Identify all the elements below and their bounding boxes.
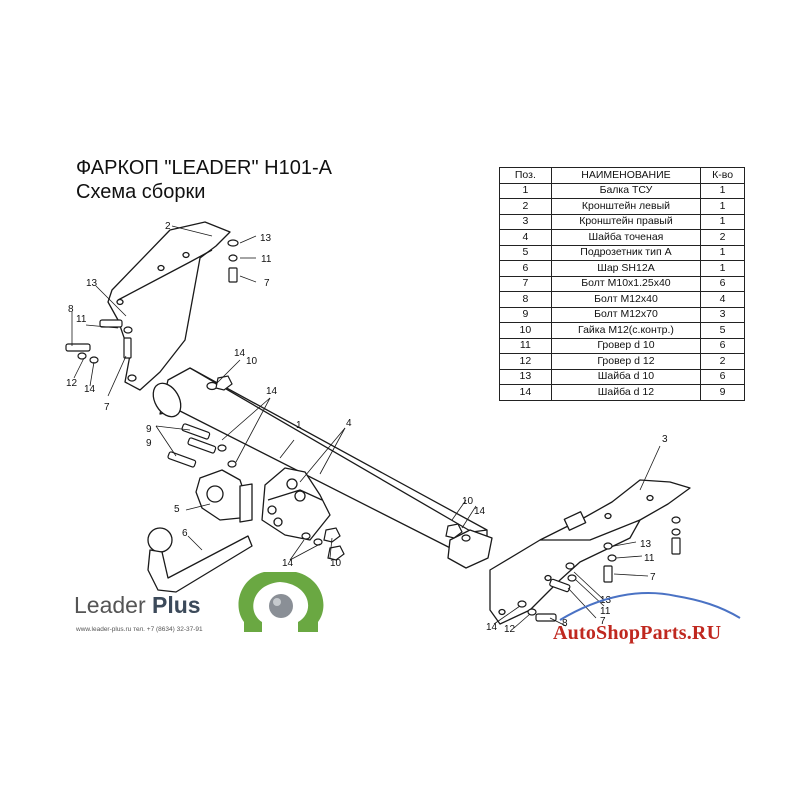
callout-label: 7 bbox=[264, 278, 270, 289]
brand-name-light: Leader bbox=[74, 592, 146, 618]
tow-beam bbox=[159, 367, 488, 561]
callout-label: 14 bbox=[282, 558, 294, 569]
cell-name: Болт М10х1.25х40 bbox=[550, 275, 702, 292]
callout-label: 14 bbox=[84, 384, 96, 395]
callout-label: 3 bbox=[662, 434, 668, 445]
callout-label: 8 bbox=[68, 304, 74, 315]
callout-label: 12 bbox=[504, 624, 516, 635]
cell-quantity: 9 bbox=[700, 384, 745, 401]
callout-label: 13 bbox=[86, 278, 98, 289]
callout-label: 11 bbox=[261, 254, 272, 265]
nut-set-center bbox=[301, 527, 345, 561]
watermark-car-icon bbox=[559, 592, 741, 621]
callout-label: 8 bbox=[562, 618, 568, 629]
title-line-2: Схема сборки bbox=[76, 181, 206, 203]
callout-label: 9 bbox=[146, 438, 152, 449]
bolt-set-9 bbox=[167, 423, 237, 468]
bolt-set-right bbox=[517, 516, 681, 622]
nut-set-beam-end bbox=[445, 523, 471, 542]
callout-label: 14 bbox=[474, 506, 486, 517]
left-bracket bbox=[107, 221, 231, 391]
callout-label: 4 bbox=[346, 418, 352, 429]
callout-label: 2 bbox=[165, 221, 171, 232]
leader-plus-omega-ball-logo bbox=[238, 572, 324, 632]
diagram-title: ФАРКОП "LEADER" H101-A Схема сборки bbox=[76, 156, 332, 204]
callout-label: 13 bbox=[260, 233, 272, 244]
callout-label: 13 bbox=[640, 539, 652, 550]
callout-label: 6 bbox=[182, 528, 188, 539]
callout-label: 13 bbox=[600, 595, 612, 606]
bolt-set-left-side bbox=[65, 319, 133, 364]
brand-name-bold: Plus bbox=[152, 592, 201, 618]
callout-label: 7 bbox=[104, 402, 110, 413]
cell-name: Шайба d 12 bbox=[550, 384, 702, 401]
bolt-set-left-top bbox=[227, 239, 239, 283]
tow-ball bbox=[147, 527, 173, 553]
callout-label: 11 bbox=[76, 314, 87, 325]
callout-label: 5 bbox=[174, 504, 180, 515]
cell-name: Кронштейн правый bbox=[550, 213, 702, 230]
right-bracket bbox=[489, 479, 691, 625]
brand-logo-text: Leader Plus bbox=[74, 592, 201, 619]
tow-hook bbox=[147, 535, 253, 593]
callout-label: 10 bbox=[246, 356, 258, 367]
beam-end-plate bbox=[447, 529, 493, 569]
callout-label: 11 bbox=[600, 606, 611, 617]
callout-label: 1 bbox=[296, 420, 302, 431]
cell-name: Болт М12х40 bbox=[550, 291, 702, 308]
nut-set-10-14-top bbox=[206, 375, 233, 391]
callout-label: 7 bbox=[600, 616, 606, 627]
callout-label: 14 bbox=[234, 348, 246, 359]
callout-label: 14 bbox=[486, 622, 498, 633]
callout-label: 10 bbox=[330, 558, 342, 569]
title-line-1: ФАРКОП "LEADER" H101-A bbox=[76, 157, 332, 179]
watermark-text: AutoShopParts.RU bbox=[553, 622, 722, 644]
brand-contacts: www.leader-plus.ru тел. +7 (8634) 32-37-… bbox=[76, 626, 203, 633]
header-name: НАИМЕНОВАНИЕ bbox=[550, 167, 702, 184]
callout-label: 10 bbox=[462, 496, 474, 507]
callout-label: 7 bbox=[650, 572, 656, 583]
callout-label: 9 bbox=[146, 424, 152, 435]
callout-label: 12 bbox=[66, 378, 78, 389]
callout-label: 14 bbox=[266, 386, 278, 397]
callout-label: 11 bbox=[644, 553, 655, 564]
